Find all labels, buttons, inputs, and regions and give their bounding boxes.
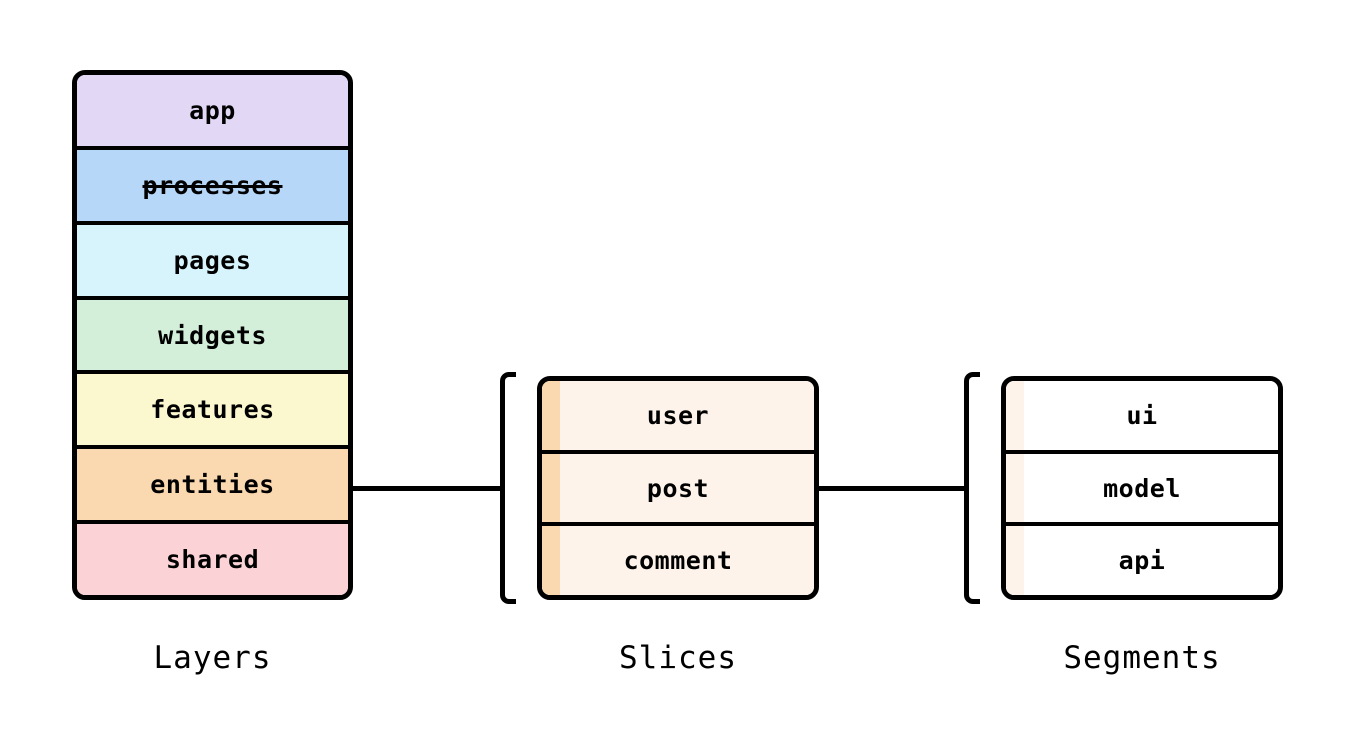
segments-caption: Segments bbox=[1063, 640, 1221, 676]
slice-label-post: post bbox=[646, 473, 710, 503]
layers-caption: Layers bbox=[153, 640, 272, 676]
slices-stack: user post comment bbox=[537, 376, 819, 600]
layer-label-app: app bbox=[189, 95, 236, 125]
slice-row-user[interactable]: user bbox=[542, 381, 814, 454]
connector-slices-to-segments bbox=[819, 486, 969, 491]
segment-label-api: api bbox=[1118, 546, 1166, 576]
connector-layers-to-slices bbox=[353, 486, 503, 491]
layer-label-entities: entities bbox=[150, 470, 275, 500]
slice-row-comment[interactable]: comment bbox=[542, 526, 814, 595]
slices-caption: Slices bbox=[619, 640, 737, 676]
segment-stripe-api bbox=[1006, 526, 1024, 595]
segment-stripe-ui bbox=[1006, 381, 1024, 450]
segment-row-model[interactable]: model bbox=[1006, 453, 1278, 527]
segment-row-api[interactable]: api bbox=[1006, 526, 1278, 595]
layer-label-shared: shared bbox=[165, 545, 260, 575]
layer-row-shared[interactable]: shared bbox=[77, 524, 348, 595]
layer-label-widgets: widgets bbox=[158, 320, 267, 350]
segments-bracket bbox=[964, 372, 980, 604]
layer-row-widgets[interactable]: widgets bbox=[77, 299, 348, 375]
segment-stripe-model bbox=[1006, 453, 1024, 523]
slice-label-user: user bbox=[646, 400, 710, 430]
segments-stack: ui model api bbox=[1001, 376, 1283, 600]
layer-label-features: features bbox=[150, 395, 275, 425]
slices-bracket bbox=[500, 372, 516, 604]
slice-label-comment: comment bbox=[623, 546, 733, 576]
layers-stack: app processes pages widgets features ent… bbox=[72, 70, 353, 600]
slice-stripe-comment bbox=[542, 526, 560, 595]
segment-label-ui: ui bbox=[1126, 400, 1158, 430]
layer-row-entities[interactable]: entities bbox=[77, 449, 348, 525]
slice-row-post[interactable]: post bbox=[542, 453, 814, 527]
layer-label-pages: pages bbox=[173, 245, 252, 275]
segment-label-model: model bbox=[1103, 473, 1181, 503]
layer-row-features[interactable]: features bbox=[77, 374, 348, 450]
slice-stripe-post bbox=[542, 453, 560, 523]
layer-label-processes: processes bbox=[142, 170, 283, 200]
segment-row-ui[interactable]: ui bbox=[1006, 381, 1278, 454]
slice-stripe-user bbox=[542, 381, 560, 450]
layer-row-app[interactable]: app bbox=[77, 75, 348, 150]
layer-row-pages[interactable]: pages bbox=[77, 224, 348, 300]
layer-row-processes[interactable]: processes bbox=[77, 149, 348, 225]
